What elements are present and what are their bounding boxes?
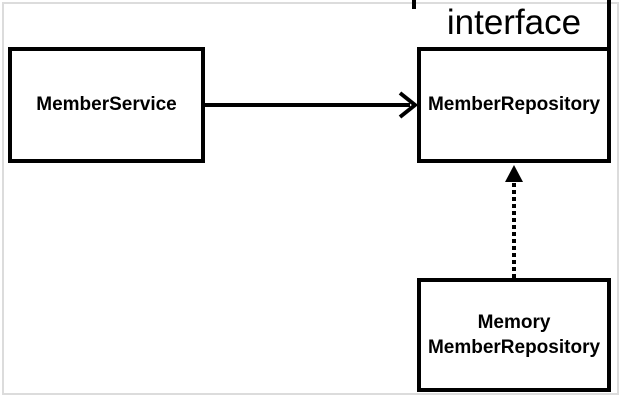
node-member-service: MemberService — [8, 47, 205, 163]
interface-label: interface — [446, 3, 582, 42]
filled-triangle-arrowhead-icon — [505, 165, 523, 182]
node-member-repository: MemberRepository — [417, 47, 611, 163]
edge-dotted-realization — [505, 165, 523, 278]
member-service-label: MemberService — [36, 94, 177, 115]
node-memory-member-repository: Memory MemberRepository — [417, 278, 611, 392]
memory-label-line1: Memory — [477, 312, 551, 333]
member-repository-label: MemberRepository — [427, 94, 601, 115]
edge-solid-dependency — [205, 91, 419, 119]
memory-label-line2: MemberRepository — [427, 337, 601, 358]
open-arrowhead-icon — [398, 91, 419, 119]
interface-box-fragments — [412, 0, 611, 49]
